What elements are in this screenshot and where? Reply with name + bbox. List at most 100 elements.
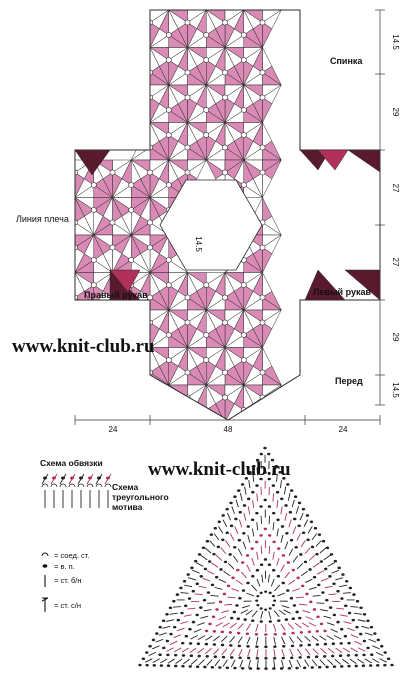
- crochet-stitch: [375, 651, 384, 657]
- crochet-stitch: [222, 659, 228, 667]
- chain-stitch: [161, 619, 166, 623]
- chain-stitch: [186, 573, 190, 576]
- crochet-stitch: [256, 467, 258, 476]
- chain-stitch: [255, 568, 260, 572]
- crochet-stitch: [295, 596, 304, 599]
- chain-stitch: [328, 606, 333, 609]
- crochet-stitch: [288, 659, 293, 668]
- chain-stitch: [195, 613, 199, 617]
- crochet-stitch: [180, 592, 189, 594]
- crochet-stitch: [288, 636, 295, 644]
- chain-stitch: [347, 611, 352, 615]
- motif-segment: [177, 347, 188, 373]
- crochet-stitch: [276, 528, 279, 537]
- chain-stitch: [306, 655, 311, 659]
- crochet-stitch: [316, 570, 325, 575]
- motif-center: [240, 332, 247, 338]
- motif-segment: [196, 10, 207, 36]
- motif-segment: [168, 309, 188, 330]
- chain-stitch: [259, 534, 263, 537]
- chain-stitch: [259, 505, 263, 508]
- dim-center-label: 14.5: [194, 236, 203, 252]
- chain-stitch: [383, 651, 387, 654]
- motif-segment: [130, 309, 151, 330]
- motif-segment: [130, 84, 151, 98]
- crochet-stitch: [187, 607, 196, 610]
- chain-stitch: [179, 586, 183, 590]
- motif-segment: [177, 272, 188, 298]
- chain-stitch: [271, 603, 275, 607]
- motif-center: [128, 182, 135, 188]
- chain-stitch: [236, 568, 240, 572]
- crochet-stitch: [288, 579, 296, 585]
- chain-stitch: [210, 665, 215, 669]
- chain-stitch: [237, 538, 242, 542]
- chain-stitch: [181, 641, 185, 645]
- sleeve-dark-accents: [74, 149, 381, 301]
- slip-stitch-icon: [41, 483, 49, 488]
- crochet-stitch: [268, 611, 272, 619]
- chain-stitch: [307, 630, 312, 634]
- chain-stitch: [225, 666, 230, 670]
- chain-stitch: [301, 507, 306, 511]
- crochet-stitch: [280, 623, 286, 631]
- chain-stitch: [287, 666, 292, 670]
- crochet-stitch: [276, 473, 278, 482]
- chain-stitch: [206, 591, 211, 594]
- chain-stitch: [310, 545, 315, 549]
- crochet-stitch: [215, 622, 223, 627]
- chain-stitch: [222, 592, 227, 596]
- motif-center: [222, 294, 228, 301]
- chain-stitch: [328, 575, 332, 578]
- chain-stitch: [271, 484, 276, 487]
- crochet-stitch: [181, 647, 189, 653]
- motif-segment: [196, 309, 207, 336]
- crochet-stitch: [319, 635, 327, 641]
- chain-stitch: [221, 514, 225, 517]
- motif-segment: [234, 384, 244, 411]
- chain-stitch: [272, 511, 276, 515]
- chain-stitch: [240, 666, 245, 670]
- motif-segment: [75, 159, 76, 180]
- chain-stitch: [188, 665, 192, 668]
- motif-center: [203, 332, 210, 338]
- motif-segment: [130, 384, 151, 405]
- crochet-stitch: [308, 554, 316, 561]
- crochet-stitch: [307, 526, 313, 534]
- motif-center: [222, 169, 228, 176]
- chain-stitch: [317, 533, 322, 536]
- motif-segment: [130, 309, 151, 323]
- chain-stitch: [172, 599, 176, 603]
- chain-stitch: [221, 655, 226, 659]
- chain-stitch: [281, 656, 285, 660]
- motif-center: [128, 257, 135, 263]
- crochet-stitch: [267, 574, 270, 583]
- chain-stitch: [246, 497, 251, 501]
- chain-stitch: [238, 510, 242, 514]
- motif-center: [90, 207, 97, 213]
- motif-segment: [159, 159, 169, 186]
- crochet-stitch: [350, 634, 359, 639]
- motif-segment: [130, 372, 151, 386]
- edging-chart: [41, 473, 112, 508]
- motif-segment: [111, 196, 132, 217]
- chain-stitch: [347, 664, 351, 668]
- chain-stitch: [237, 644, 242, 648]
- crochet-stitch: [229, 636, 236, 643]
- crochet-stitch: [323, 554, 331, 561]
- chain-stitch: [315, 552, 319, 556]
- chain-stitch: [286, 483, 290, 486]
- crochet-stitch: [238, 648, 243, 657]
- crochet-stitch: [364, 658, 372, 664]
- chain-stitch: [298, 656, 302, 659]
- crochet-stitch: [296, 659, 302, 668]
- motif-center: [165, 282, 172, 288]
- chain-stitch: [359, 606, 363, 610]
- chain-stitch: [380, 644, 384, 648]
- crochet-stitch: [213, 533, 220, 541]
- chain-stitch: [340, 627, 344, 631]
- motif-segment: [205, 159, 226, 180]
- chain-stitch: [339, 642, 343, 645]
- crochet-stitch: [239, 492, 243, 501]
- dim-right-label: 29: [391, 108, 400, 117]
